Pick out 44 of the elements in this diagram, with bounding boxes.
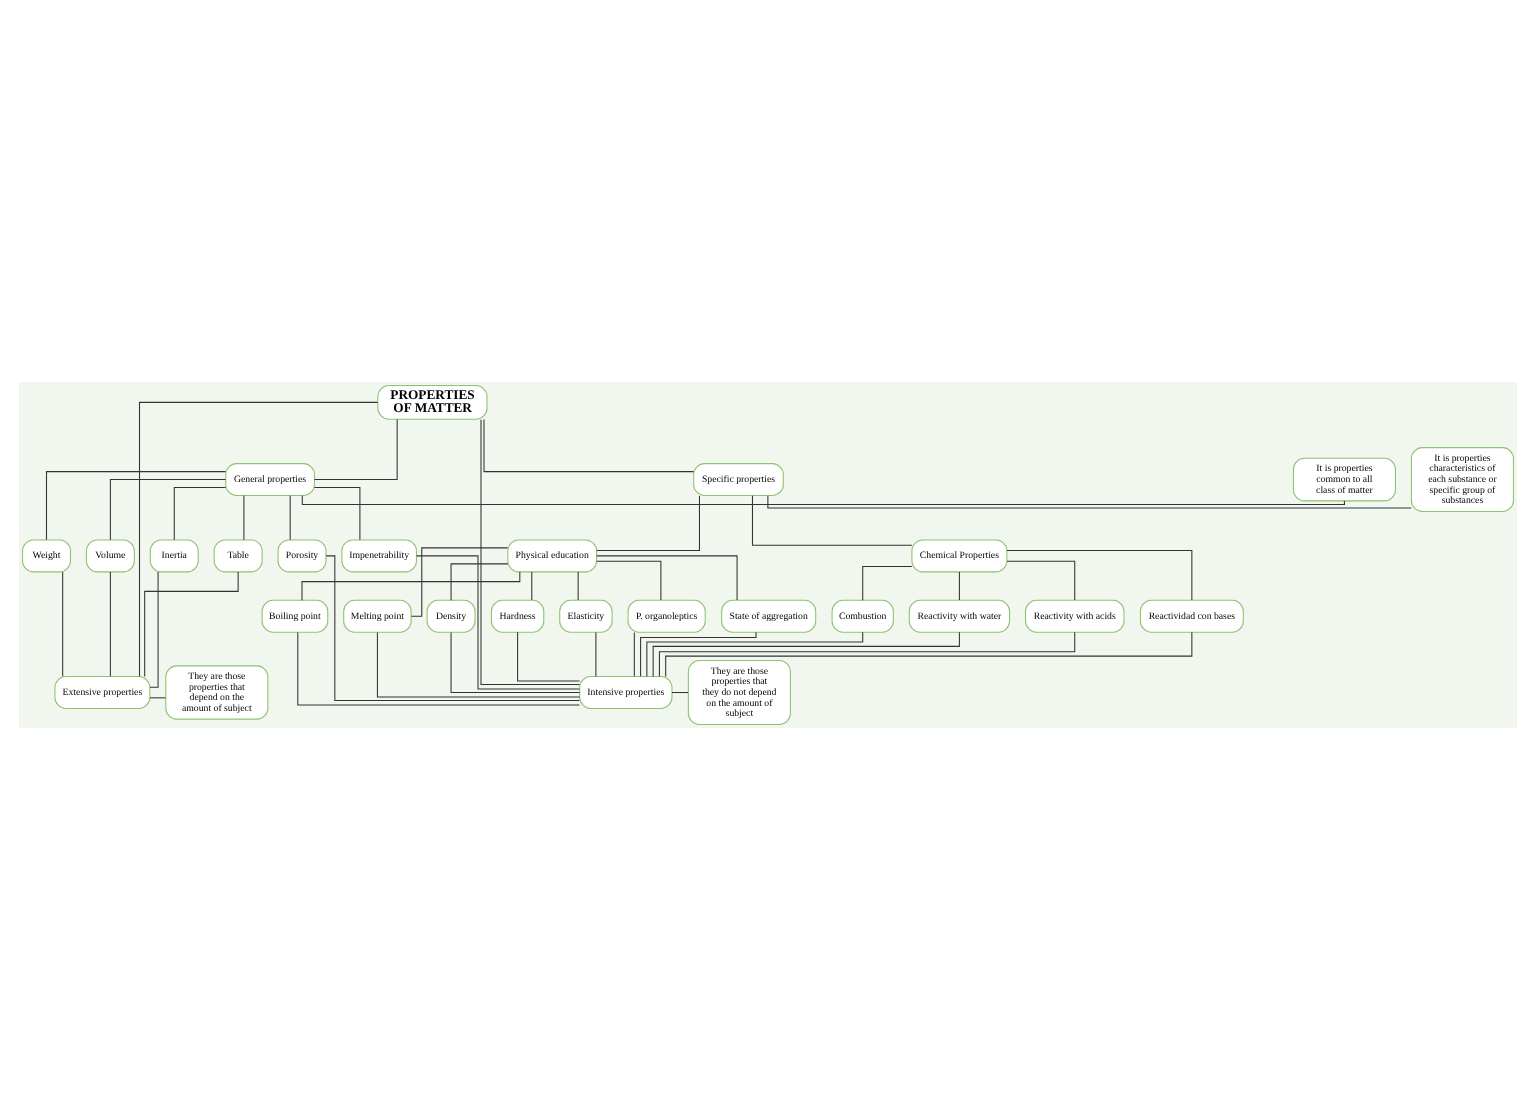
connector [297,631,581,706]
connector [376,632,581,698]
connector [109,571,111,677]
connector [450,563,509,601]
connector [450,631,581,694]
connector [480,419,581,686]
connector [596,555,738,601]
connector [483,419,695,473]
connector [577,571,579,601]
connector [595,631,597,677]
connector [45,471,227,541]
connector [325,555,580,702]
connector [517,631,581,682]
connector [314,419,398,481]
connector [149,571,159,688]
connector [301,495,1345,505]
connector [646,631,864,678]
connector [1006,550,1193,601]
connector [665,631,1193,677]
connector [243,495,245,541]
connector [1006,560,1076,601]
connector [958,571,960,601]
connector [62,571,64,677]
connector [633,631,635,677]
connector [149,697,167,699]
connector [531,571,533,601]
connector [671,692,689,694]
connector [301,571,521,601]
connector [138,401,379,678]
connector [289,495,291,541]
connector [144,571,239,677]
connector [173,487,227,541]
connector [109,479,227,541]
connector [658,631,1076,677]
connector [313,487,361,541]
connector [596,495,700,552]
connector [410,547,509,617]
connector [640,631,757,677]
connector [767,495,1412,509]
connector [416,555,580,690]
connector [862,566,913,601]
connector [652,631,960,677]
connector [596,560,662,601]
connector [751,495,913,546]
